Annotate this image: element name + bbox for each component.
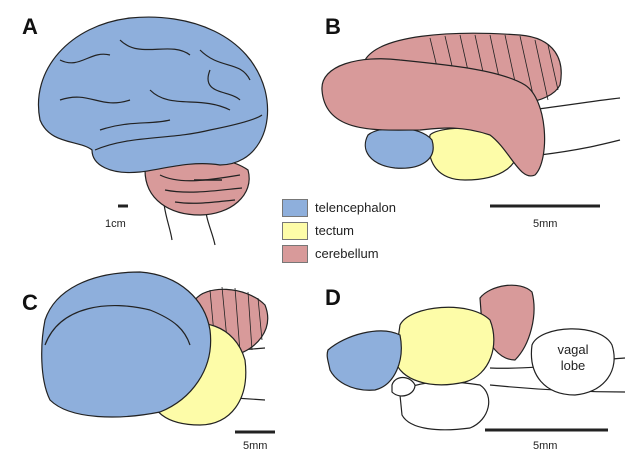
legend-swatch	[282, 244, 308, 263]
human-telencephalon	[38, 16, 269, 174]
scale-label-a: 1cm	[105, 218, 126, 230]
d-tectum	[394, 306, 495, 386]
spinal-cord	[529, 97, 621, 156]
legend-label: telencephalon	[315, 200, 396, 215]
scale-label-c: 5mm	[243, 440, 268, 452]
legend-swatch	[282, 198, 308, 217]
panel-label-c: C	[22, 290, 38, 315]
legend-item-cerebellum: cerebellum	[282, 242, 396, 265]
d-vagal-lobe	[530, 328, 615, 396]
legend-swatch	[282, 221, 308, 240]
legend-label: tectum	[315, 223, 355, 238]
b-pink-main	[321, 58, 546, 177]
panel-label-b: B	[325, 14, 341, 39]
legend-item-tectum: tectum	[282, 219, 396, 242]
panel-d-fish-brain	[326, 284, 626, 431]
panel-label-a: A	[22, 14, 38, 39]
c-telencephalon	[41, 271, 212, 418]
panel-label-d: D	[325, 285, 341, 310]
panel-a-human-brain	[38, 16, 269, 246]
panel-b-fish-brain	[321, 32, 621, 181]
legend-item-telencephalon: telencephalon	[282, 196, 396, 219]
scale-label-b: 5mm	[533, 218, 558, 230]
vagal-lobe-label: vagal lobe	[557, 342, 589, 373]
b-telencephalon	[364, 127, 434, 169]
d-telencephalon	[326, 330, 402, 391]
panel-c-fish-brain	[41, 271, 269, 426]
legend: telencephalon tectum cerebellum	[282, 196, 396, 265]
legend-label: cerebellum	[315, 246, 379, 261]
scale-label-d: 5mm	[533, 440, 558, 452]
